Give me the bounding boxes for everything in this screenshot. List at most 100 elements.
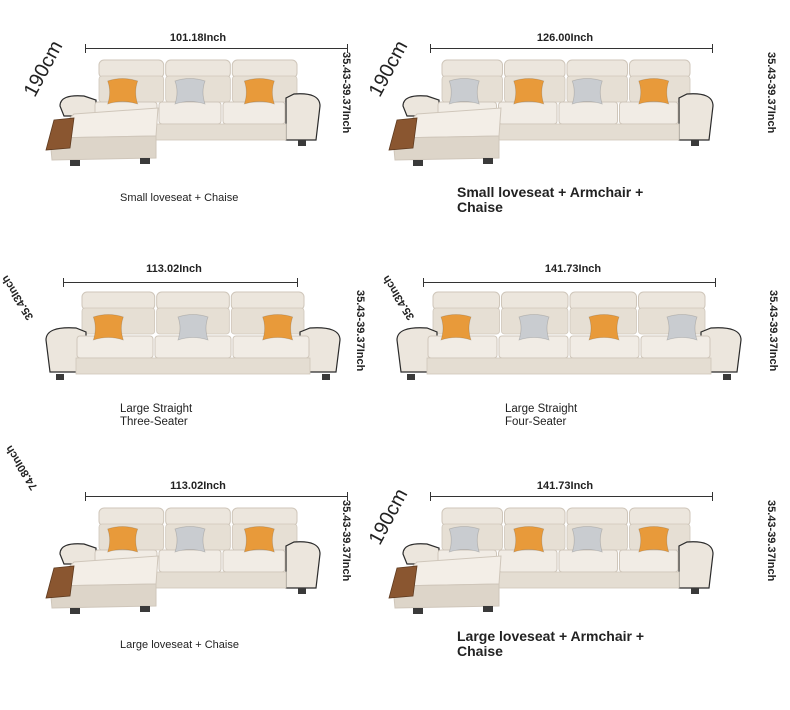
caption: Small loveseat + Chaise [120, 192, 238, 205]
width-label: 113.02Inch [146, 263, 202, 275]
seat-cushion [569, 335, 640, 359]
leg [691, 140, 699, 146]
pillow [638, 78, 670, 105]
seat-cushion [76, 335, 154, 359]
seat-cushion [498, 335, 569, 359]
sofa-illustration [388, 59, 714, 166]
headrest [629, 507, 691, 527]
headrest [98, 59, 165, 79]
pillow [107, 78, 139, 105]
height-label: 35.43-39.37Inch [765, 500, 777, 582]
pillow [638, 526, 670, 553]
headrest [230, 291, 305, 311]
headrest [629, 59, 691, 79]
leg [70, 608, 80, 614]
seat-cushion [558, 549, 618, 573]
headrest [165, 507, 231, 527]
seat-cushion [154, 335, 232, 359]
pillow [666, 314, 698, 341]
headrest [569, 291, 637, 311]
sofa-illustration [45, 291, 341, 380]
seat-cushion [498, 101, 558, 125]
pillow [513, 78, 545, 105]
pillow [518, 314, 550, 341]
right-arm [285, 541, 321, 589]
headrest [98, 507, 165, 527]
leg [140, 606, 150, 612]
right-arm [678, 541, 714, 589]
headrest [231, 507, 298, 527]
sofa-option-4: 141.73Inch 35.43-39.37Inch 35.43Inch Lar… [380, 230, 790, 460]
leg [70, 160, 80, 166]
caption-line-1: Small loveseat + Armchair + [457, 184, 644, 200]
caption-line-1: Large loveseat + Armchair + [457, 628, 645, 644]
caption-line-2: Chaise [457, 199, 503, 215]
chaise-front [49, 583, 157, 609]
headrest [501, 291, 569, 311]
seat-cushion [222, 101, 286, 125]
width-label: 141.73Inch [544, 263, 602, 275]
height-label: 35.43-39.37Inch [340, 500, 352, 582]
caption: Small loveseat + Armchair + Chaise [457, 185, 643, 215]
width-dimension-line [63, 278, 298, 287]
pillow [243, 78, 275, 105]
pillow [92, 314, 124, 341]
seat-cushion [158, 549, 222, 573]
leg [723, 374, 731, 380]
headrest [156, 291, 230, 311]
leg [413, 608, 423, 614]
chaise-front [49, 135, 157, 161]
side-tray [388, 117, 418, 151]
seat-cushion [640, 335, 711, 359]
leg [407, 374, 415, 380]
pillow [107, 526, 139, 553]
leg [413, 160, 423, 166]
pillow [571, 78, 603, 105]
headrest [441, 59, 503, 79]
headrest [432, 291, 500, 311]
sofa-illustration [45, 507, 321, 614]
caption: Large loveseat + Chaise [120, 639, 239, 652]
pillow [513, 526, 545, 553]
width-label: 141.73Inch [536, 480, 594, 492]
headrest [566, 507, 628, 527]
sofa-illustration [396, 291, 742, 380]
caption: Large Straight Three-Seater [120, 403, 192, 429]
pillow [588, 314, 620, 341]
chaise-front [392, 583, 500, 609]
seat-cushion [498, 549, 558, 573]
height-label: 35.43-39.37Inch [354, 290, 366, 372]
right-arm [678, 93, 714, 141]
seat-cushion [558, 101, 618, 125]
side-tray [45, 117, 75, 151]
right-arm [285, 93, 321, 141]
headrest [638, 291, 706, 311]
leg [691, 588, 699, 594]
width-label: 126.00Inch [536, 32, 594, 44]
headrest [566, 59, 628, 79]
seat-cushion [158, 101, 222, 125]
pillow [174, 526, 206, 553]
pillow [243, 526, 275, 553]
caption: Large loveseat + Armchair + Chaise [457, 629, 644, 659]
caption-line-1: Large loveseat + Chaise [120, 639, 239, 651]
sofa-option-3: 113.02Inch 35.43-39.37Inch 35.43Inch Lar… [0, 230, 395, 460]
headrest [165, 59, 231, 79]
headrest [441, 507, 503, 527]
base [426, 357, 712, 375]
depth-label: 35.43Inch [0, 273, 37, 322]
pillow [174, 78, 206, 105]
seat-cushion [232, 335, 310, 359]
pillow [448, 78, 480, 105]
headrest [81, 291, 156, 311]
pillow [440, 314, 472, 341]
leg [483, 606, 493, 612]
caption: Large Straight Four-Seater [505, 403, 577, 429]
headrest [231, 59, 298, 79]
chaise-front [392, 135, 500, 161]
pillow [571, 526, 603, 553]
seat-cushion [222, 549, 286, 573]
caption-line-2: Three-Seater [120, 416, 188, 428]
headrest [504, 507, 566, 527]
sofa-illustration [388, 507, 714, 614]
